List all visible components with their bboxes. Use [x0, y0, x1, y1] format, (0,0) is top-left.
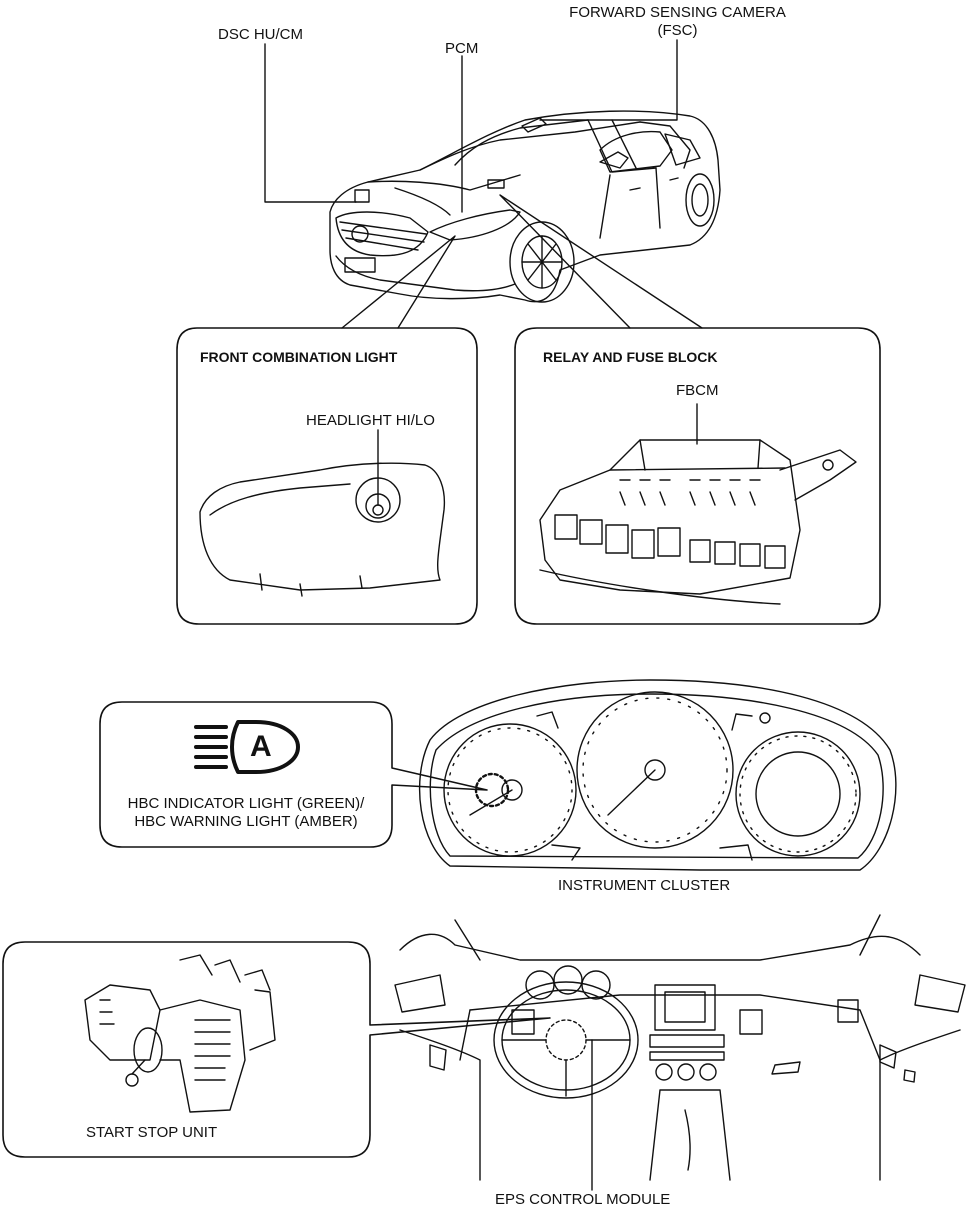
relay-fuse-block-box — [514, 327, 881, 625]
hbc-callout-box — [99, 701, 488, 848]
hbc-label-line1: HBC INDICATOR LIGHT (GREEN)/ — [127, 795, 365, 812]
fsc-label-line2: (FSC) — [657, 22, 698, 39]
eps-control-module-label: EPS CONTROL MODULE — [495, 1191, 671, 1208]
auto-high-beam-glyph: A — [250, 730, 272, 763]
fbcm-label: FBCM — [676, 382, 719, 399]
start-stop-unit-label: START STOP UNIT — [86, 1124, 218, 1141]
car-leader-lines — [264, 39, 703, 329]
car-illustration — [329, 110, 721, 303]
auto-high-beam-icon — [194, 720, 300, 774]
fsc-label-line1: FORWARD SENSING CAMERA — [569, 4, 786, 21]
relay-fuse-block-title: RELAY AND FUSE BLOCK — [543, 349, 718, 365]
hbc-label-line2: HBC WARNING LIGHT (AMBER) — [134, 813, 358, 830]
fsc-label: FORWARD SENSING CAMERA (FSC) — [555, 4, 800, 40]
dashboard-illustration — [394, 914, 966, 1181]
pcm-label: PCM — [445, 40, 479, 57]
headlight-label: HEADLIGHT HI/LO — [306, 412, 435, 429]
hbc-label: HBC INDICATOR LIGHT (GREEN)/ HBC WARNING… — [105, 795, 387, 831]
front-combination-light-title: FRONT COMBINATION LIGHT — [200, 349, 398, 365]
instrument-cluster-label: INSTRUMENT CLUSTER — [558, 877, 731, 894]
start-stop-unit-box — [2, 941, 551, 1158]
front-combination-light-box — [176, 327, 478, 625]
dsc-label: DSC HU/CM — [218, 26, 303, 43]
instrument-cluster — [418, 679, 897, 871]
